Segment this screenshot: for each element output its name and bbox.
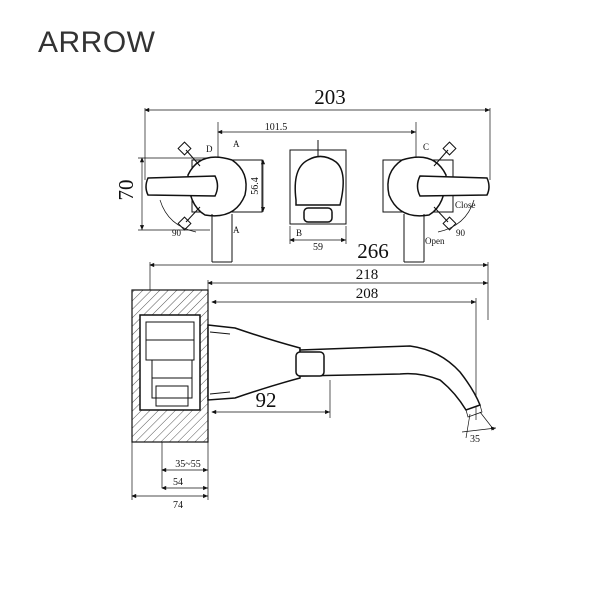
right-rotation-arc (437, 199, 475, 233)
left-lug-top (185, 149, 201, 167)
angle-arc (461, 426, 497, 433)
dim-overall-width: 203 (314, 85, 346, 109)
marker-a-top: A (233, 139, 240, 149)
valve-thread (155, 385, 189, 407)
spout-body-top (294, 155, 344, 206)
dim-wall-range: 35~55 (175, 459, 200, 470)
dim-handle-spacing: 101.5 (265, 122, 288, 133)
angle-ref-line (465, 413, 471, 439)
open-label: Open (425, 236, 445, 246)
spout-arm (299, 345, 481, 411)
brand-logo: ARROW (38, 26, 156, 59)
aerator (465, 404, 483, 418)
left-rotation-label: 90 (172, 228, 182, 238)
marker-b: B (296, 228, 302, 238)
spout-outlet-top (303, 207, 333, 223)
spout-top: 59 B (289, 140, 347, 253)
left-lever (145, 175, 219, 197)
dim-spout-length: 218 (356, 267, 379, 283)
left-lug-top-head (177, 141, 192, 156)
angle-ref-line-2 (479, 411, 495, 431)
right-lug-top (433, 149, 449, 167)
right-lever (416, 175, 490, 197)
spout-escutcheon (207, 324, 301, 401)
spout-collar (295, 351, 325, 377)
dim-wall-min: 54 (173, 477, 183, 488)
dim-body-length: 92 (256, 388, 277, 412)
valve-housing (151, 359, 193, 399)
valve-body (139, 314, 201, 411)
dim-angle: 35 (470, 434, 480, 445)
spout-escutcheon-detail (209, 331, 231, 395)
dim-wall-max: 74 (173, 500, 183, 511)
marker-d: D (206, 144, 213, 154)
marker-c: C (423, 142, 429, 152)
close-label: Close (455, 200, 476, 210)
dim-height: 70 (114, 180, 138, 201)
dim-spout-reach: 208 (356, 286, 379, 302)
left-rotation-arc (159, 199, 197, 233)
left-lug-bottom (185, 206, 201, 223)
right-lug-bottom (433, 206, 449, 223)
dim-depth: 56.4 (250, 177, 261, 195)
right-rotation-label: 90 (456, 228, 466, 238)
left-handle: D A A 90 (145, 139, 263, 263)
right-lug-top-head (442, 141, 457, 156)
right-handle: C Close Open 90 (382, 141, 490, 263)
side-view: 266 218 208 35 92 (131, 239, 497, 511)
top-view: 203 101.5 70 56.4 D A A (114, 85, 491, 263)
dim-spout-plate-width: 59 (313, 242, 323, 253)
dim-spout-total: 266 (357, 239, 389, 263)
marker-a-bottom: A (233, 225, 240, 235)
